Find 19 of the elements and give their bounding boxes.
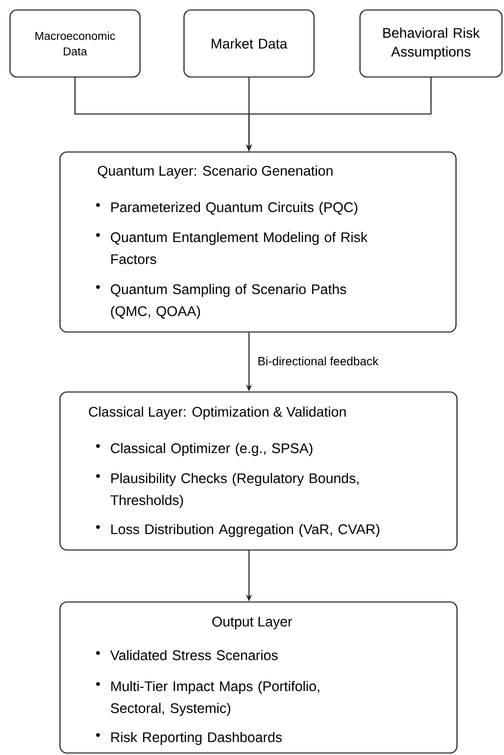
- input-box: Market Data: [183, 9, 315, 78]
- layer-box: [59, 601, 458, 754]
- bullet-item: Quantum Sampling of Scenario Paths (QMC, QOAA): [96, 284, 346, 319]
- layer-box: [59, 391, 458, 551]
- heading-text: Quantum Layer: Scenario Genenation: [98, 166, 332, 178]
- bullet-item: Multi-Tier Impact Maps (Portifolio, Sectoral, Systemic): [96, 680, 320, 716]
- bullet-item: Parameterized Quantum Circuits (PQC): [96, 202, 358, 215]
- bullet-item: Classical Optimizer (e.g., SPSA): [96, 442, 312, 456]
- heading-text: Classical Layer: Optimization & Validation: [88, 406, 346, 420]
- input-box: Behavioral Risk Assumptions: [359, 9, 503, 78]
- bullet-item: Quantum Entanglement Modeling of Risk Factors: [96, 232, 368, 264]
- input-box: Macroeconomic Data: [9, 9, 141, 78]
- bullet-item: Plausibility Checks (Regulatory Bounds, Thresholds): [96, 472, 359, 508]
- layer-box: [59, 151, 457, 333]
- heading-text: Output Layer: [212, 616, 292, 630]
- bullet-item: Validated Stress Scenarios: [96, 650, 278, 660]
- bullet-item: Risk Reporting Dashboards: [96, 732, 282, 745]
- edge-label: Bi-directional feedback: [258, 356, 378, 366]
- bullet-item: Loss Distribution Aggregation (VaR, CVAR): [96, 524, 380, 537]
